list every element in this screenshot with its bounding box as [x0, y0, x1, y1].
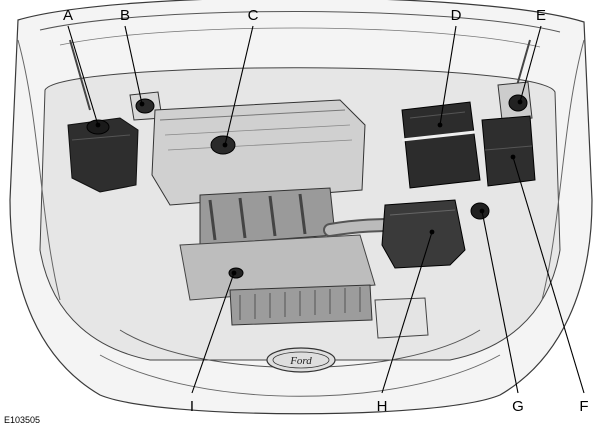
callout-c: C [248, 7, 259, 24]
ford-logo: Ford [266, 347, 336, 373]
radiator [229, 284, 429, 339]
callout-b: B [120, 7, 130, 24]
callout-d: D [451, 7, 462, 24]
ford-logo-text: Ford [289, 355, 312, 367]
engine-block [151, 99, 376, 301]
callout-f: F [579, 398, 588, 415]
coolant-reservoir [67, 117, 139, 193]
callout-e: E [536, 7, 546, 24]
washer-reservoir-cap [497, 81, 533, 121]
callout-a: A [63, 7, 73, 24]
callout-labels: A B C D E F G H I [63, 7, 589, 415]
callout-i: I [190, 398, 194, 415]
battery [401, 101, 481, 189]
air-filter-housing [381, 199, 466, 269]
fuse-box [481, 115, 536, 187]
leader-lines [67, 25, 585, 394]
callout-h: H [377, 398, 388, 415]
callout-g: G [512, 398, 524, 415]
figure-reference-id: E103505 [4, 415, 41, 425]
